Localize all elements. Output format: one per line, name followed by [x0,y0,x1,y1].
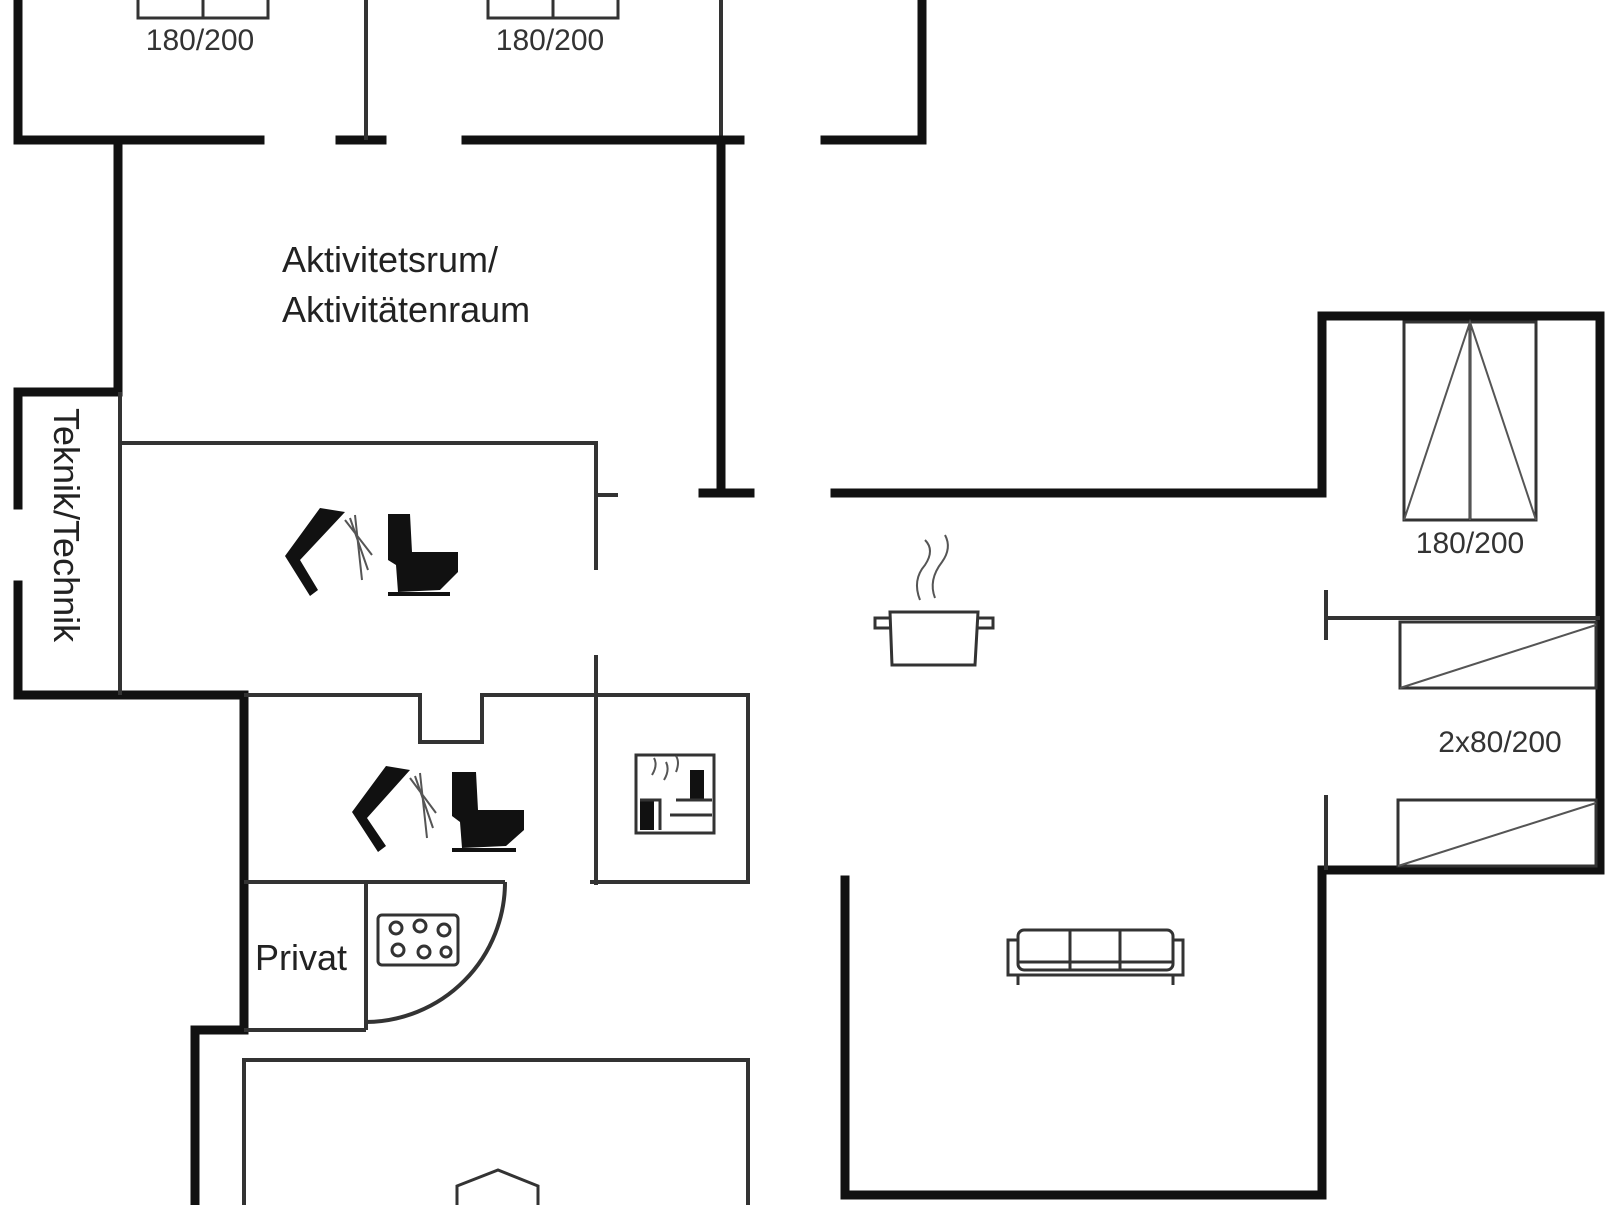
wall-left-activity [13,135,123,510]
wall-bottom-room [242,1058,750,1205]
stove-icon [376,913,460,967]
double-bed-3 [1402,318,1538,522]
sofa-icon [1006,928,1185,985]
double-bed-1 [136,0,270,20]
shower-icon [285,508,373,596]
wall-top-left-outer [13,0,265,145]
toilet-icon [388,514,458,596]
activity-room-label-line1: Aktivitetsrum/ [282,239,498,280]
bath2-fixtures [352,766,524,852]
kitchen-pot-icon [873,534,995,667]
sauna-icon [634,753,716,835]
single-bed-icon [1396,798,1598,868]
double-bed-icon [486,0,620,20]
bed-cover-lines [1403,318,1537,521]
walls [13,0,1605,1205]
bedroom-3-bed-size: 180/200 [1416,527,1524,560]
wall-bath2-top [244,693,750,884]
wall-bath1 [120,441,598,570]
bunk-beds [1396,620,1598,868]
single-bed-icon [1398,620,1598,690]
bedroom-1-bed-size: 180/200 [146,24,254,57]
door-swing-privat [365,881,507,1024]
toilet-icon [452,772,524,852]
double-bed-2 [486,0,620,20]
bed-cover-line [1399,624,1597,689]
technik-room-label: Teknik/Technik [46,408,87,643]
bath1-fixtures [285,508,458,596]
double-bed-icon [136,0,270,20]
shower-icon [352,766,437,852]
roof-outline-icon [455,1168,540,1205]
bunk-beds-label: 2x80/200 [1438,726,1561,759]
activity-room-label-line2: Aktivitätenraum [282,289,530,330]
wall-left-technik-lower [13,580,249,1205]
wall-living-top [830,311,1605,1200]
bed-cover-line [1397,802,1597,867]
wall-top-right-closet [820,0,927,145]
bedroom-2-bed-size: 180/200 [496,24,604,57]
privat-room-label: Privat [255,937,347,978]
